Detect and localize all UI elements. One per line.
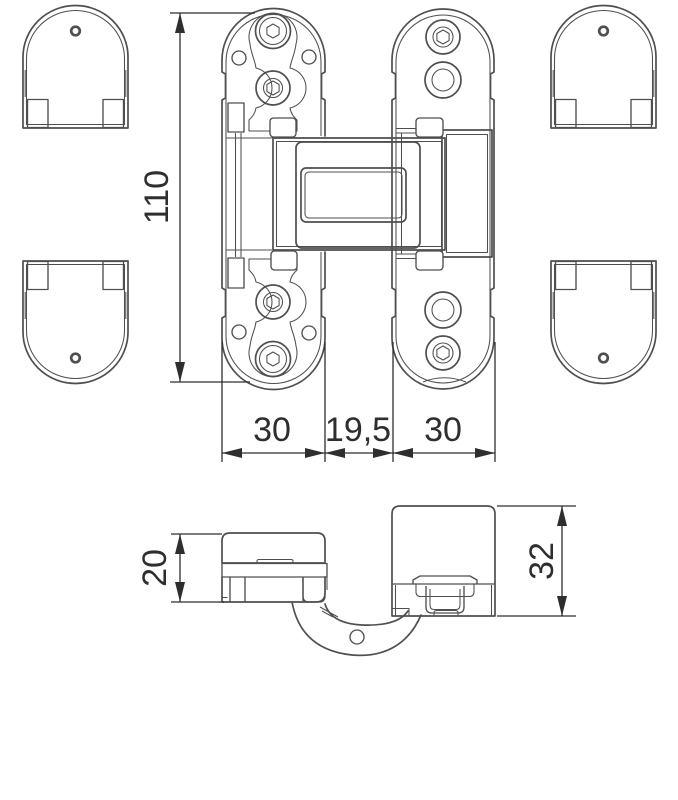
right-plate-screws-top	[425, 20, 461, 98]
side-view: 20 32	[136, 505, 576, 657]
cover-cap-top-left	[21, 4, 130, 130]
link-tab-top-right	[415, 117, 444, 138]
link-bracket-outer	[295, 141, 421, 249]
dim-right-depth-label: 32	[523, 542, 561, 580]
side-left-body	[221, 532, 328, 603]
hinge-arm	[291, 601, 422, 657]
dim-right-plate-label: 30	[424, 411, 462, 449]
dim-left-plate-label: 30	[253, 411, 291, 449]
right-plate-inner-outline	[395, 14, 491, 384]
dim-left-depth-label: 20	[136, 549, 174, 587]
side-right-body	[391, 505, 496, 617]
cover-cap-bottom-left	[21, 259, 130, 385]
right-plate-outline	[391, 8, 495, 390]
link-bracket-cavity	[300, 167, 407, 223]
left-mounting-plate	[221, 7, 326, 391]
front-view: 110 30 19,5 30	[21, 4, 658, 462]
link-tab-top-left	[269, 117, 297, 138]
arm-pivot-hole	[349, 629, 365, 645]
link-tab-bottom-right	[415, 250, 444, 271]
dim-height-label: 110	[138, 170, 176, 224]
center-hinge-link	[269, 117, 493, 271]
right-plate-screws-bottom	[425, 292, 461, 370]
cover-cap-bottom-right	[549, 259, 658, 385]
link-body	[272, 137, 446, 251]
left-plate-outline	[221, 7, 326, 391]
right-mounting-plate	[391, 8, 495, 390]
dimension-widths: 30 19,5 30	[221, 342, 496, 462]
dimension-height: 110	[138, 12, 255, 383]
link-tab-bottom-left	[270, 250, 298, 271]
cover-cap-top-right	[549, 4, 658, 130]
dimension-right-depth: 32	[497, 505, 576, 617]
dimension-left-depth: 20	[136, 533, 224, 603]
link-block	[441, 129, 493, 258]
dim-gap-label: 19,5	[325, 411, 391, 449]
left-plate-inner-outline	[225, 13, 322, 385]
